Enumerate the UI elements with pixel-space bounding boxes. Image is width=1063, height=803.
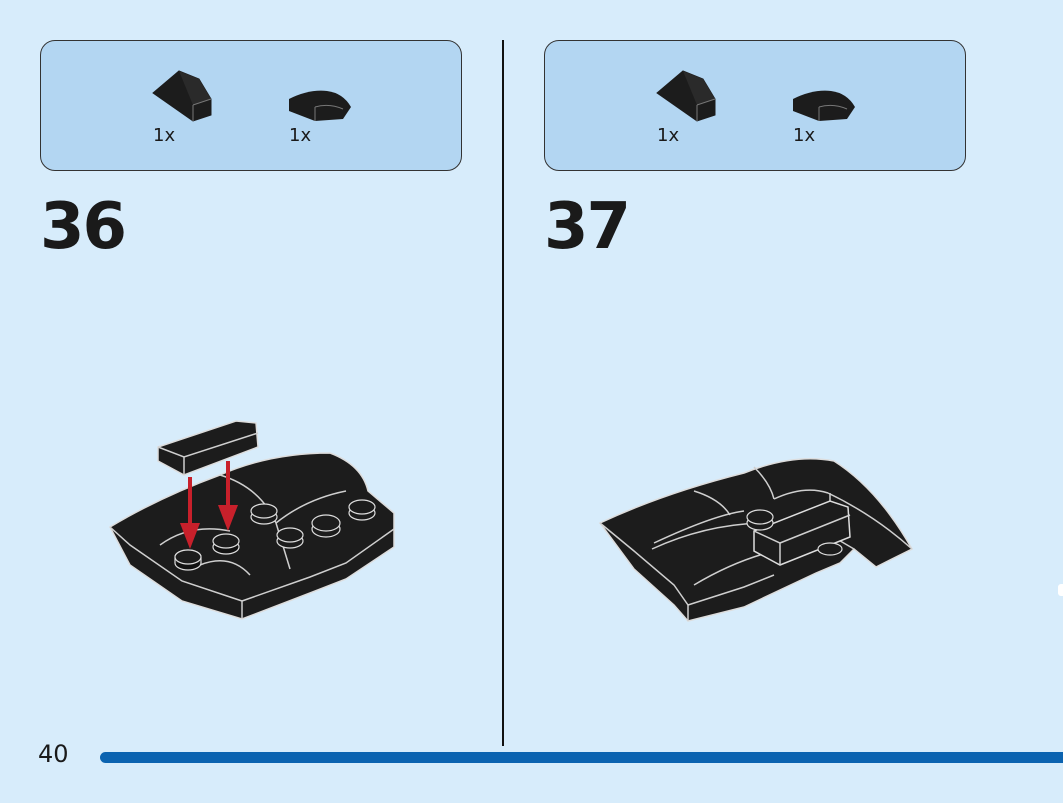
placement-arrow — [218, 461, 238, 531]
page-number: 40 — [38, 740, 69, 768]
progress-bar — [100, 752, 1063, 763]
stud — [311, 514, 341, 538]
model-assembly-step-37 — [598, 457, 914, 622]
incoming-slope-brick — [157, 420, 259, 476]
step-number: 36 — [40, 190, 127, 264]
stud — [348, 499, 376, 521]
part-quantity: 1x — [793, 125, 816, 146]
part-quantity: 1x — [289, 125, 312, 146]
panel-divider — [502, 40, 504, 746]
part-quantity: 1x — [153, 125, 176, 146]
stud — [276, 527, 304, 549]
placement-arrow — [180, 477, 200, 549]
stud — [212, 533, 240, 555]
curved-slope-brick-icon — [289, 90, 351, 121]
part-item: 1x — [285, 65, 365, 155]
stud — [817, 542, 843, 556]
step-number: 37 — [544, 190, 631, 264]
model-assembly-step-36 — [109, 420, 395, 620]
stud — [746, 509, 774, 531]
placed-slope-brick — [753, 500, 851, 566]
parts-callout-box: 1x 1x — [544, 40, 966, 171]
part-quantity: 1x — [657, 125, 680, 146]
slope-brick-icon — [656, 70, 716, 122]
stud — [174, 549, 202, 571]
part-item: 1x — [789, 65, 869, 155]
curved-slope-brick-icon — [793, 90, 855, 121]
step-37-panel: 1x 1x 37 — [504, 0, 1004, 760]
part-item: 1x — [653, 65, 733, 155]
step-36-panel: 1x 1x 36 — [0, 0, 500, 760]
slope-brick-icon — [152, 70, 212, 122]
edge-tab-marker — [1058, 584, 1063, 596]
part-item: 1x — [149, 65, 229, 155]
stud — [250, 503, 278, 525]
parts-callout-box: 1x 1x — [40, 40, 462, 171]
